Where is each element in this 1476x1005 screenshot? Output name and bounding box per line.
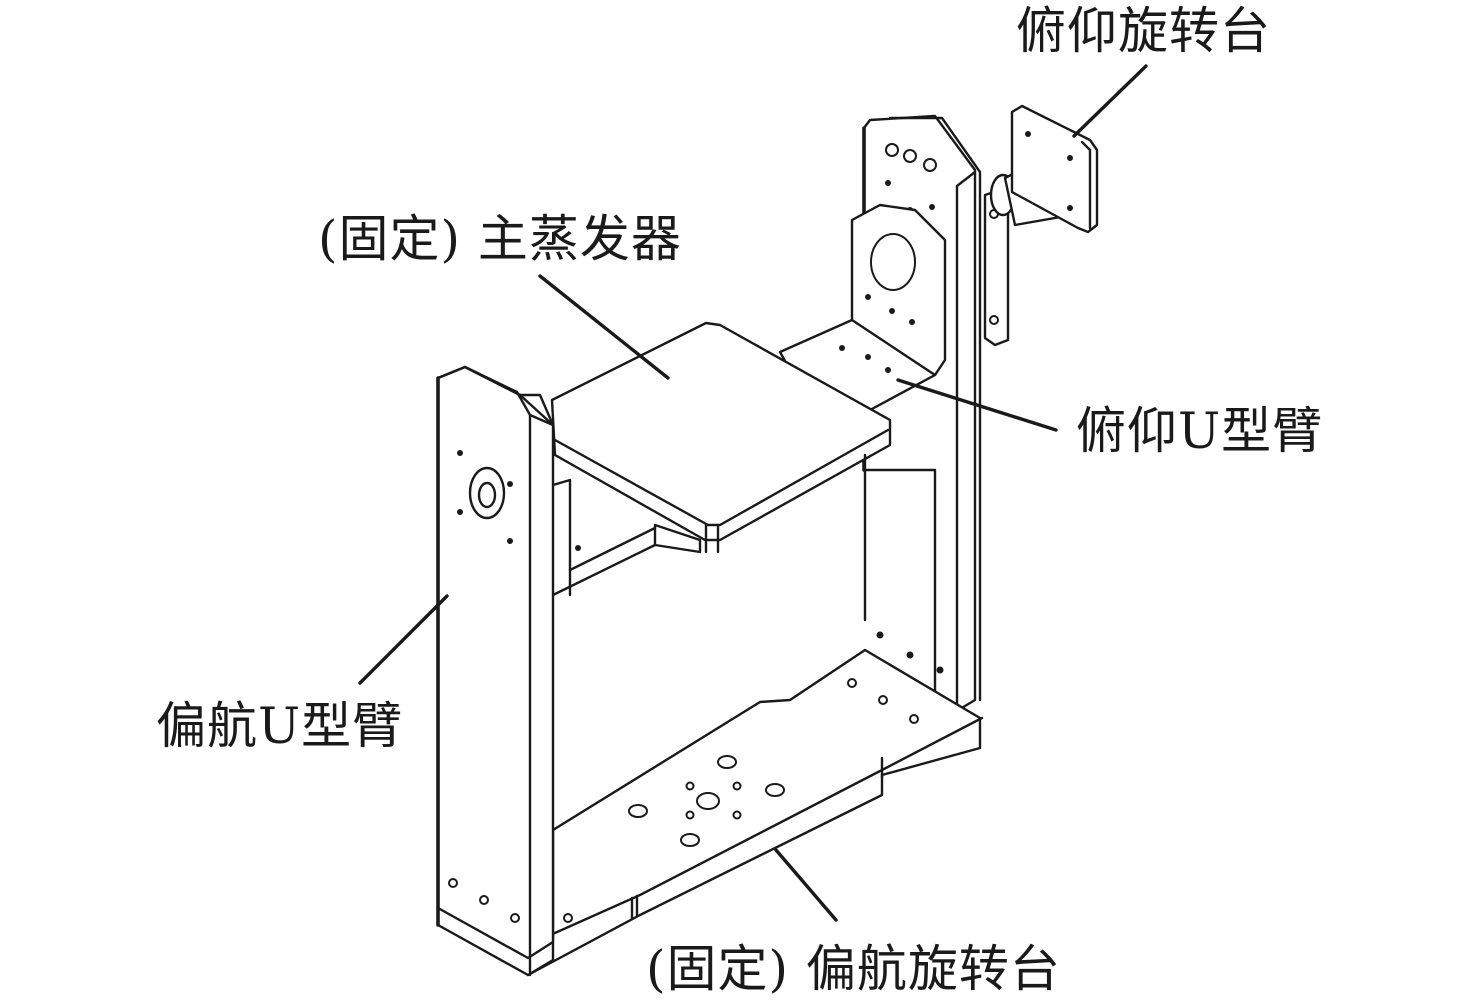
leader-yaw-rotary-stage bbox=[774, 848, 838, 922]
pitch-bearing-block bbox=[850, 203, 947, 377]
evaporator-support-frame bbox=[551, 478, 657, 597]
yaw-u-arm-left-post bbox=[436, 365, 555, 977]
label-fixed-yaw-rotary-stage: (固定) 偏航旋转台 bbox=[646, 940, 1061, 998]
pitch-rotary-stage bbox=[983, 104, 1099, 347]
leader-pitch-u-arm bbox=[896, 378, 1058, 432]
leader-evaporator bbox=[538, 274, 670, 380]
leader-pitch-rotary-stage bbox=[1072, 64, 1148, 138]
leader-yaw-u-arm bbox=[358, 594, 449, 685]
yaw-base-plate bbox=[526, 648, 984, 977]
main-evaporator-plate bbox=[550, 321, 892, 622]
label-pitch-u-arm: 俯仰U型臂 bbox=[1076, 402, 1324, 460]
label-pitch-rotary-stage: 俯仰旋转台 bbox=[1016, 2, 1271, 60]
label-yaw-u-arm: 偏航U型臂 bbox=[156, 697, 404, 755]
label-fixed-main-evaporator: (固定) 主蒸发器 bbox=[318, 210, 682, 268]
